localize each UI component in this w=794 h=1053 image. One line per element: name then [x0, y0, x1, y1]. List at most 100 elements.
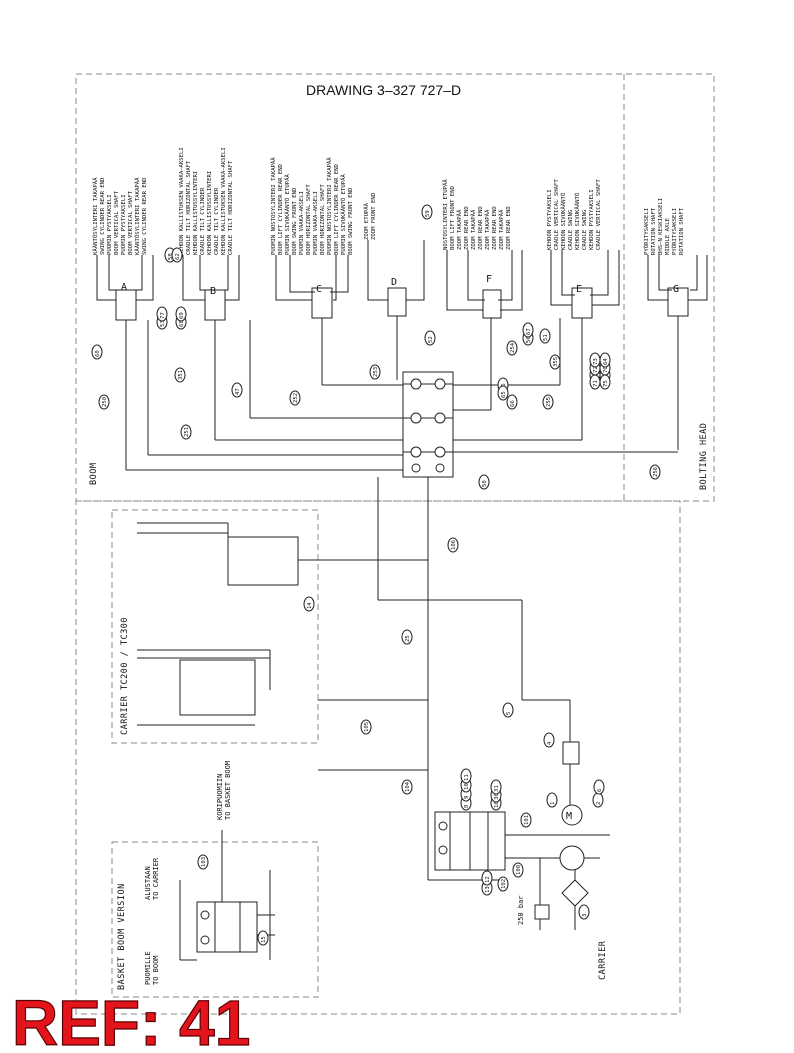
callout-1: 1: [546, 792, 558, 808]
svg-text:47: 47: [235, 388, 241, 395]
basket-boom-label: BASKET BOOM VERSION: [117, 883, 127, 990]
svg-text:30: 30: [494, 793, 500, 800]
svg-text:6: 6: [597, 789, 603, 792]
svg-text:104: 104: [405, 781, 411, 792]
cylinder-b-label-1: CRADLE TILT HORIZONTAL SHAFT: [186, 160, 192, 255]
svg-text:25: 25: [405, 635, 411, 642]
cylinder-c-label-4: PUOMIN VAAKA–AKSELI: [299, 191, 305, 255]
svg-text:16: 16: [494, 801, 500, 808]
cylinder-a-label-3: BOOM VERTICAL SHAFT: [114, 190, 120, 255]
cylinder-a-label-6: KÄÄNTÖSYLINTERI TAKAPÄÄ: [134, 177, 141, 255]
callout-103: 103: [197, 854, 209, 870]
cylinder-b-label-5: CRADLE TILT CYLINDER: [214, 187, 220, 255]
cylinder-a-label-2: PUOMIN PYSTYAKSELI: [107, 194, 113, 255]
pump-symbol: [559, 845, 585, 871]
callout-66: 66: [506, 394, 518, 410]
svg-text:100: 100: [516, 865, 522, 875]
cylinder-f-label-1: BOOM LIFT FRONT END: [450, 185, 456, 250]
callout-253: 253: [369, 364, 381, 380]
to-boom-en: TO BOOM: [152, 955, 160, 985]
callout-75: 75: [599, 374, 611, 390]
svg-text:103: 103: [201, 857, 207, 867]
cylinder-f-label-7: ZOOM REAR END: [492, 206, 498, 250]
cylinder-c-label-5: BOOM HORIZONTAL SHAFT: [306, 184, 312, 255]
callout-256: 256: [649, 464, 661, 480]
svg-text:351: 351: [178, 370, 184, 380]
callout-355: 355: [549, 354, 561, 370]
bolting-head-label: BOLTING HEAD: [699, 423, 709, 490]
cylinder-f-label-0: NOSTOSYLINTERI ETUPÄÄ: [442, 179, 449, 250]
callout-104: 104: [401, 779, 413, 795]
svg-text:31: 31: [494, 785, 500, 792]
svg-text:68: 68: [179, 320, 185, 327]
callout-25: 25: [401, 629, 413, 645]
callout-11: 11: [460, 768, 472, 784]
svg-text:4: 4: [547, 741, 553, 745]
cylinder-b-label-6: KEHDON KALLISTUKSEN VAAKA–AKSELI: [221, 147, 227, 255]
cylinder-e-label-3: CRADLE SWING: [568, 209, 574, 250]
group-c-label: C: [316, 284, 322, 295]
callout-3: 3: [578, 904, 590, 920]
svg-text:5: 5: [506, 712, 512, 715]
svg-text:254: 254: [510, 342, 516, 353]
svg-text:8: 8: [464, 804, 470, 808]
cylinder-b-label-3: CRADLE TILT CYLINDER: [200, 187, 206, 255]
svg-text:10: 10: [464, 783, 470, 790]
cylinder-d-label-1: ZOOM FRONT END: [371, 192, 377, 240]
svg-text:66: 66: [510, 400, 516, 407]
callout-67: 67: [522, 322, 534, 338]
callout-251: 251: [180, 424, 192, 440]
svg-text:58: 58: [168, 253, 174, 260]
carrier-tc-label: CARRIER TC200 / TC300: [120, 617, 130, 735]
svg-text:64: 64: [603, 358, 609, 365]
cylinder-c-label-7: BOOM HORIZONTAL SHAFT: [320, 184, 326, 255]
svg-text:50: 50: [482, 480, 488, 487]
cylinder-f-label-5: ZOOM REAR END: [478, 206, 484, 250]
group-b-label: B: [210, 286, 216, 297]
callout-64: 64: [599, 352, 611, 368]
cylinder-e-label-1: CRADLE VERTICAL SHAFT: [554, 179, 560, 250]
svg-text:52: 52: [428, 336, 434, 343]
callout-105: 105: [360, 719, 372, 735]
svg-text:355: 355: [553, 357, 559, 367]
svg-text:12: 12: [485, 876, 491, 883]
svg-text:59: 59: [425, 210, 431, 217]
sensor-box: [562, 741, 580, 765]
boom-frame: [75, 73, 715, 502]
svg-text:73: 73: [593, 358, 599, 365]
cylinder-c-label-1: BOOM LIFT CYLINDER REAR END: [278, 163, 284, 255]
callout-250: 250: [98, 394, 110, 410]
callout-101: 101: [520, 812, 532, 828]
svg-text:252: 252: [293, 393, 299, 403]
svg-text:75: 75: [603, 380, 609, 387]
cylinder-e-label-0: KEHDON PYSTYAKSELI: [547, 189, 553, 250]
svg-text:105: 105: [364, 722, 370, 732]
filter-symbol: [561, 879, 589, 907]
group-a-label: A: [121, 282, 127, 293]
svg-text:250: 250: [102, 397, 108, 407]
callout-106: 106: [447, 537, 459, 553]
svg-text:2: 2: [596, 802, 602, 805]
callout-69: 69: [175, 306, 187, 322]
cylinder-f-label-8: ZOOM TAKAPÄÄ: [498, 209, 505, 250]
callout-255: 255: [542, 394, 554, 410]
cylinder-f-label-3: ZOOM REAR END: [464, 206, 470, 250]
cylinder-e-label-7: CRADLE VERTICAL SHAFT: [596, 179, 602, 250]
svg-text:65: 65: [501, 391, 507, 398]
callout-102: 102: [497, 876, 509, 892]
svg-text:62: 62: [175, 253, 181, 260]
cylinder-a-label-5: BOOM VERTICAL SHAFT: [128, 190, 134, 255]
callout-71: 71: [589, 374, 601, 390]
callout-73: 73: [589, 352, 601, 368]
callout-12: 12: [481, 870, 493, 886]
pressure-label: 250 bar: [517, 895, 525, 925]
cylinder-g-label-3: MIDDLE AXLE: [665, 217, 671, 255]
cylinder-f-label-4: ZOOM TAKAPÄÄ: [470, 209, 477, 250]
svg-text:53: 53: [160, 320, 166, 327]
to-carrier-en: TO CARRIER: [152, 857, 160, 900]
cylinder-g-label-0: PYÖRITYSAKSELI: [643, 208, 650, 255]
callout-6: 6: [593, 779, 605, 795]
cylinder-f-label-6: ZOOM TAKAPÄÄ: [484, 209, 491, 250]
